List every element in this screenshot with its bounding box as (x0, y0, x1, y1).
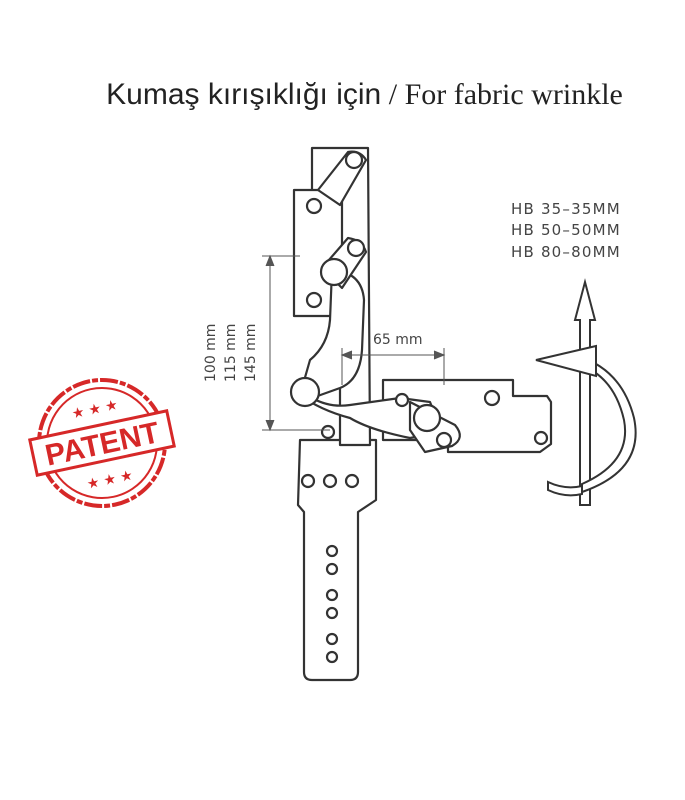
title-separator: / (388, 78, 398, 111)
page-title: Kumaş kırışıklığı için / For fabric wrin… (0, 78, 685, 112)
hole-bracket-top (305, 197, 323, 215)
patent-stamp: PATENT ★ ★ ★ ★ ★ ★ (28, 378, 176, 508)
pivot-top (344, 150, 364, 170)
title-english: For fabric wrinkle (404, 78, 623, 111)
rotation-arrowhead (535, 344, 597, 378)
dim-vertical-arrow-bottom (265, 419, 275, 432)
vertical-adjust-arrow (573, 278, 597, 506)
pivot-large-right (412, 403, 442, 433)
hole-base-1 (300, 473, 316, 489)
hole-strip-3 (325, 588, 339, 602)
hole-base-3 (344, 473, 360, 489)
rotation-tail (547, 480, 583, 497)
hole-bracket-bottom (305, 291, 323, 309)
title-turkish: Kumaş kırışıklığı için (106, 78, 382, 111)
spec-line-2: HB 50–50MM (511, 221, 621, 239)
base-plate (296, 438, 378, 682)
hole-arm-left (394, 392, 410, 408)
stamp-stars-top-icon: ★ ★ ★ (70, 397, 119, 422)
dim-65mm: 65 mm (373, 332, 423, 348)
pivot-small-left (320, 424, 336, 440)
pivot-lower-right (435, 431, 453, 449)
hole-strip-6 (325, 650, 339, 664)
stamp-stars-bottom-icon: ★ ★ ★ (85, 468, 134, 493)
hole-strip-5 (325, 632, 339, 646)
hole-strip-4 (325, 606, 339, 620)
dim-vertical-arrow-top (265, 254, 275, 267)
dim-horizontal-arrow-left (340, 350, 353, 360)
pivot-large-left (289, 376, 321, 408)
hole-arm-end (533, 430, 549, 446)
spec-line-3: HB 80–80MM (511, 243, 621, 261)
spec-line-1: HB 35–35MM (511, 200, 621, 218)
pivot-mid (346, 238, 366, 258)
hole-strip-2 (325, 562, 339, 576)
stamp-banner (28, 409, 176, 477)
hole-arm-right (483, 389, 501, 407)
dim-horizontal-arrow-right (433, 350, 446, 360)
curved-link (298, 268, 444, 440)
pivot-large-upper (319, 257, 349, 287)
hole-strip-1 (325, 544, 339, 558)
hole-base-2 (322, 473, 338, 489)
